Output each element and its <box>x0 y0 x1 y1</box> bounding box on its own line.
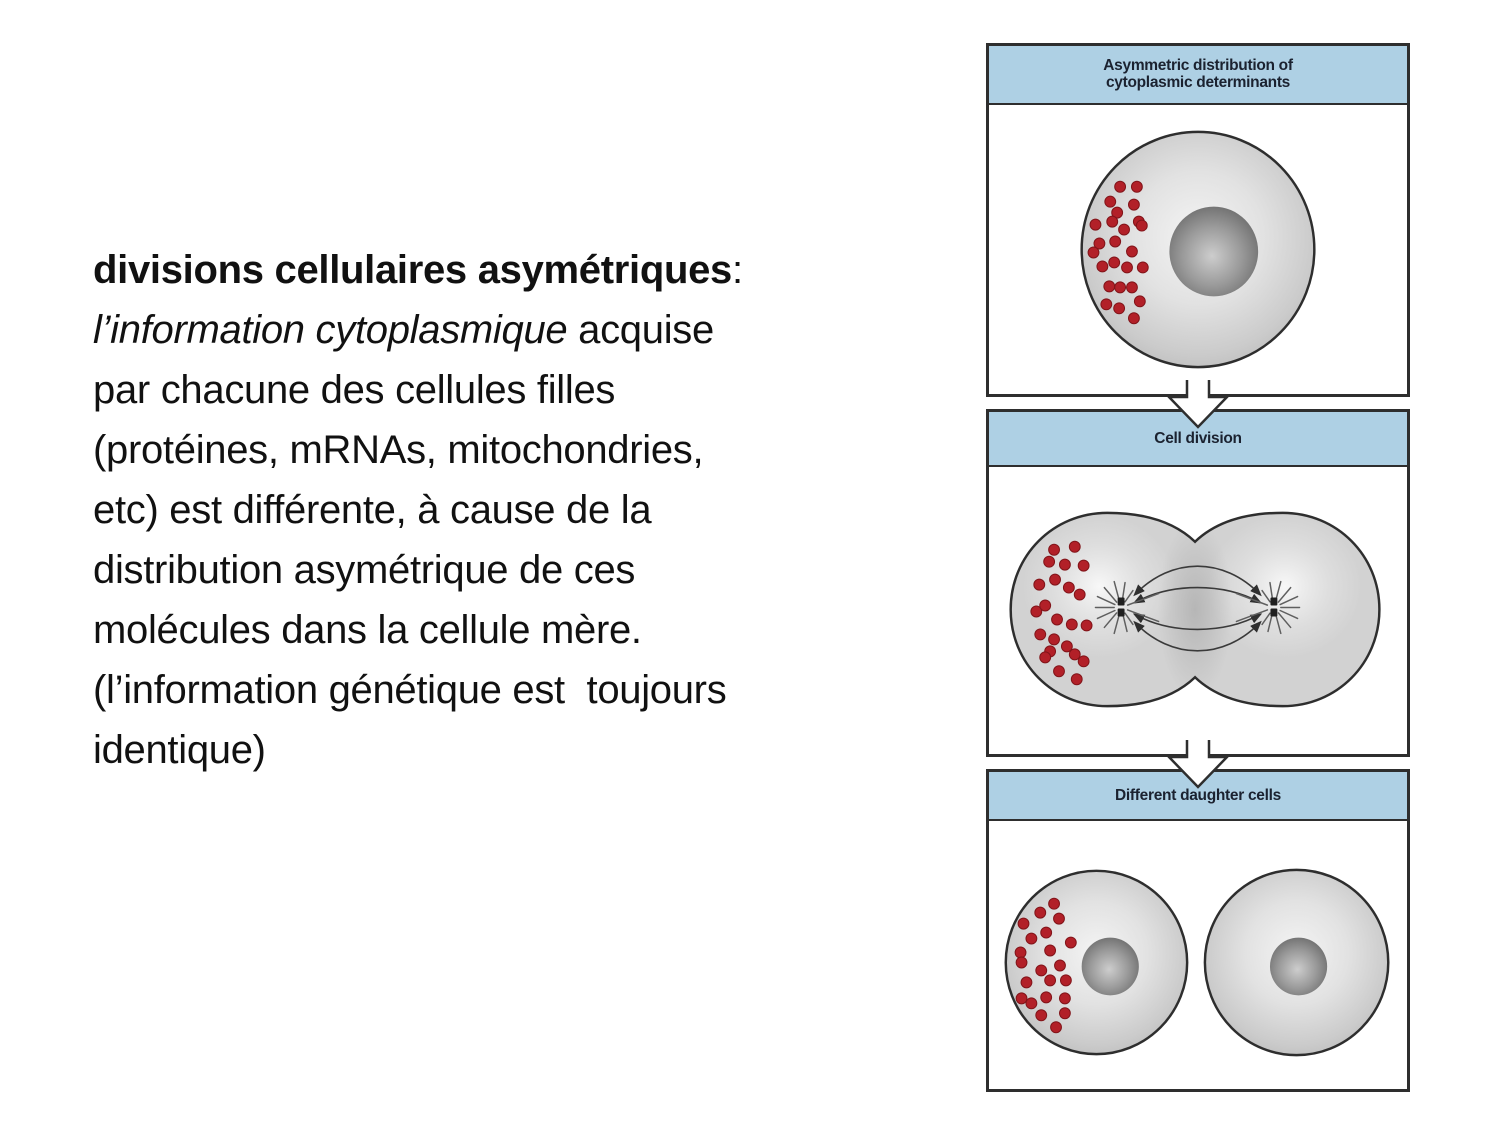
paragraph-line: distribution asymétrique de ces <box>93 548 636 592</box>
asymmetric-division-diagram: Asymmetric distribution of cytoplasmic d… <box>986 43 1410 1092</box>
spindle-fibers <box>1132 565 1263 651</box>
paragraph-line: (protéines, mRNAs, mitochondries, <box>93 428 704 472</box>
mother-cell-figure <box>1080 130 1316 368</box>
cytoplasmic-determinant-dots <box>1014 897 1077 1033</box>
paragraph-line: etc) est différente, à cause de la <box>93 488 652 532</box>
paragraph-italic: l’information cytoplasmique <box>93 308 568 352</box>
paragraph-regular: acquise <box>567 308 714 352</box>
slide-title-bold: divisions cellulaires asymétriques <box>93 248 732 292</box>
paragraph-line: l’information cytoplasmique acquise <box>93 300 973 360</box>
panel-asymmetric-distribution: Asymmetric distribution of cytoplasmic d… <box>986 43 1410 397</box>
panel-different-daughter-cells: Different daughter cells <box>986 769 1410 1092</box>
cytoplasmic-determinant-dots <box>1030 540 1093 685</box>
slide-paragraph: l’information cytoplasmique acquise par … <box>93 300 973 660</box>
nucleus-right <box>1269 937 1328 995</box>
note-line: identique) <box>93 728 266 772</box>
cytoplasmic-determinant-dots <box>1087 180 1149 324</box>
panel-cell-division: Cell division <box>986 409 1410 757</box>
spindle-poles <box>1117 597 1278 616</box>
nucleus-left <box>1081 937 1139 995</box>
note-line: (l’information génétique est toujours <box>93 668 727 712</box>
down-arrow-icon <box>1166 380 1230 429</box>
down-arrow-icon <box>1166 740 1230 789</box>
slide-title-colon: : <box>732 248 743 292</box>
nucleus <box>1169 206 1259 296</box>
dividing-cell-outline <box>1009 511 1381 707</box>
paragraph-line: molécules dans la cellule mère. <box>93 608 642 652</box>
dividing-cell-figure <box>1009 511 1381 707</box>
paragraph-line: par chacune des cellules filles <box>93 368 616 412</box>
slide-text-block: divisions cellulaires asymétriques: l’in… <box>93 240 973 780</box>
slide-title: divisions cellulaires asymétriques: <box>93 240 973 300</box>
slide-note: (l’information génétique est toujours id… <box>93 660 973 780</box>
daughter-cells-figure <box>1004 868 1390 1056</box>
panel-header-asymmetric-distribution: Asymmetric distribution of cytoplasmic d… <box>989 46 1407 105</box>
